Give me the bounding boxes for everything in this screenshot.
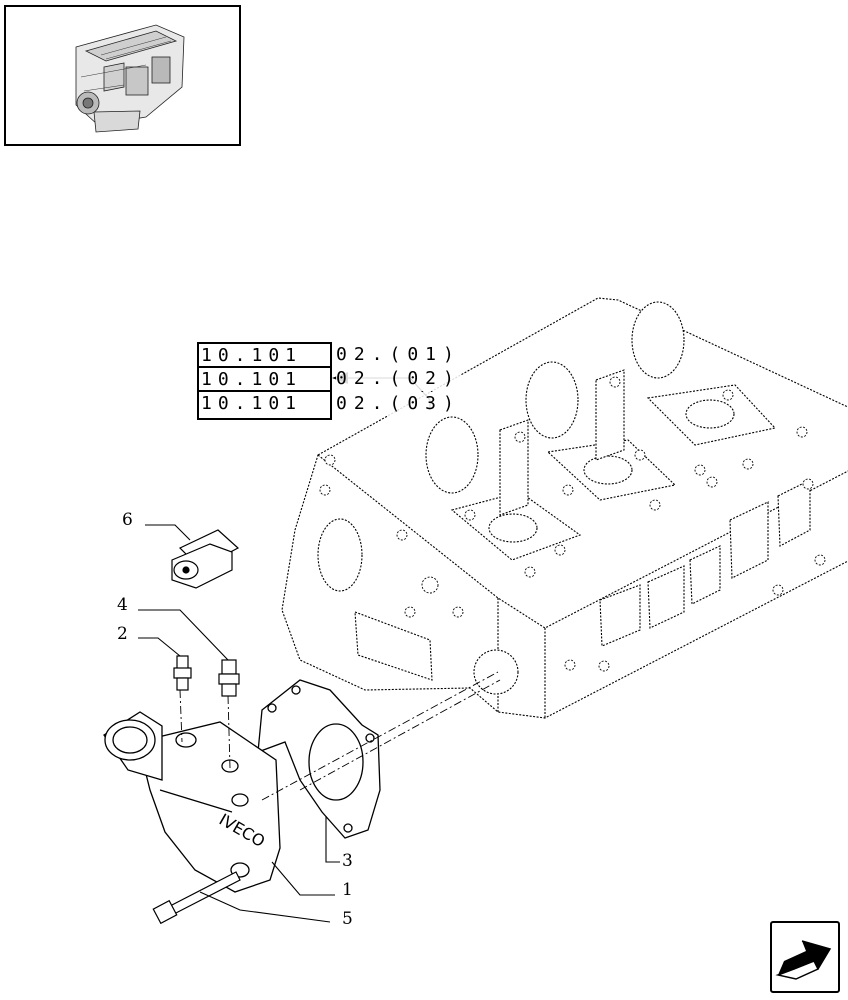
- plug-part-6: [171, 529, 240, 589]
- callout-1: 1: [342, 880, 353, 900]
- engine-thumbnail-icon: [75, 24, 185, 133]
- reference-suffix-1: 02.(01): [336, 343, 461, 367]
- callout-2: 2: [117, 624, 128, 644]
- reference-code: 10.101: [201, 369, 303, 390]
- reference-row-2[interactable]: 10.101: [199, 368, 330, 392]
- reference-row-1[interactable]: 10.101: [199, 344, 330, 368]
- reference-suffix-2: 02.(02): [336, 367, 461, 391]
- reference-code: 10.101: [201, 345, 303, 366]
- reference-code: 10.101: [201, 393, 303, 414]
- next-page-button[interactable]: [770, 921, 840, 993]
- reference-table: 10.101 10.101 10.101: [197, 342, 332, 420]
- reference-suffix-3: 02.(03): [336, 392, 461, 416]
- bolt-part-5: [152, 871, 241, 925]
- gasket: [257, 679, 381, 839]
- callout-5: 5: [342, 909, 353, 929]
- engine-thumbnail: [4, 5, 241, 146]
- reference-row-3[interactable]: 10.101: [199, 392, 330, 416]
- cylinder-head-bolt-holes: [319, 376, 826, 672]
- sensor-part-4: [218, 659, 240, 697]
- next-page-arrow-icon: [775, 940, 832, 980]
- callout-6: 6: [122, 510, 133, 530]
- alignment-lines: [179, 671, 501, 801]
- callout-3: 3: [342, 851, 353, 871]
- callout-4: 4: [117, 595, 128, 615]
- sensor-part-2: [173, 655, 192, 691]
- water-outlet-housing: [103, 711, 281, 893]
